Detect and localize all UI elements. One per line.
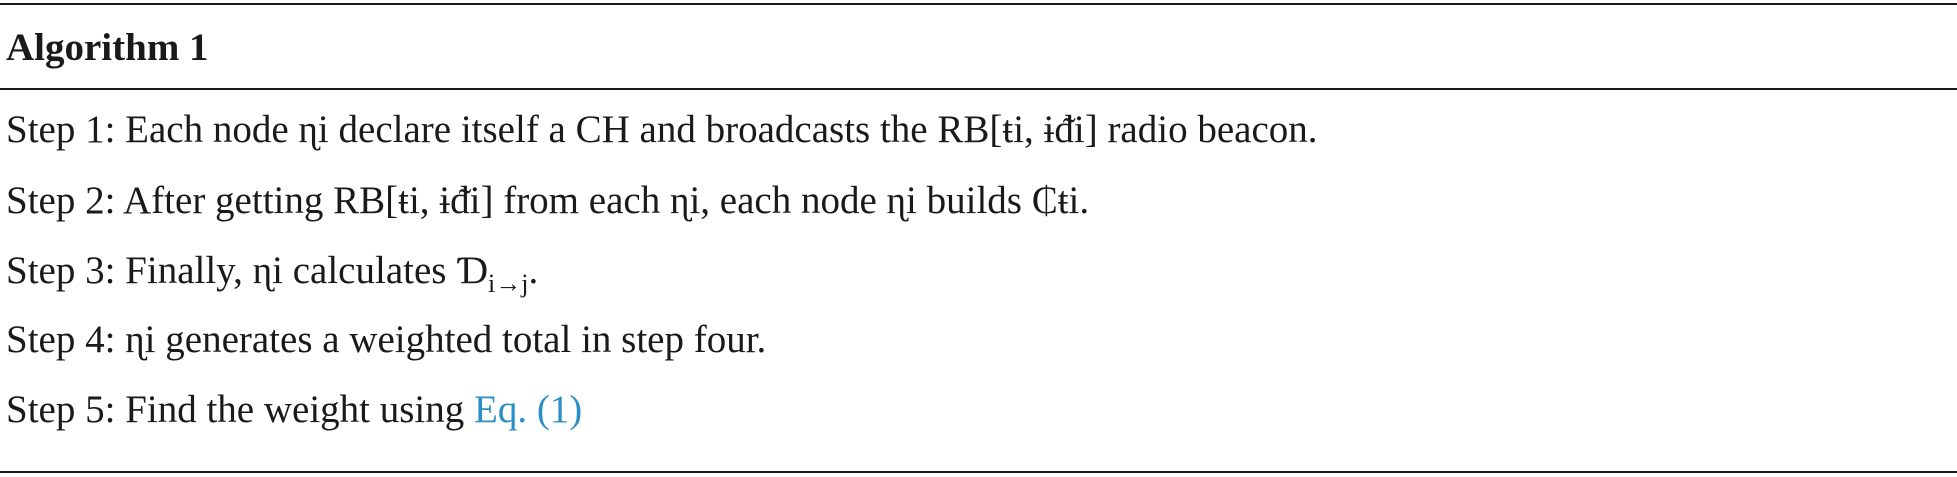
- top-rule: [0, 3, 1957, 5]
- distance-subscript: i→j: [488, 269, 529, 298]
- distance-symbol: Ɗ: [456, 249, 489, 292]
- algorithm-step-3: Step 3: Finally, ɳi calculates Ɗi→j.: [6, 248, 539, 297]
- step-3-text: Step 3: Finally, ɳi calculates: [6, 249, 457, 292]
- step-5-text: Step 5: Find the weight using: [6, 388, 474, 431]
- header-rule: [0, 88, 1957, 90]
- algorithm-step-4: Step 4: ɳi generates a weighted total in…: [6, 318, 767, 361]
- equation-link[interactable]: Eq. (1): [474, 388, 583, 431]
- algorithm-title: Algorithm 1: [6, 26, 209, 69]
- step-3-period: .: [528, 249, 539, 292]
- algorithm-step-5: Step 5: Find the weight using Eq. (1): [6, 387, 582, 433]
- algorithm-step-1: Step 1: Each node ɳi declare itself a CH…: [6, 108, 1318, 151]
- bottom-rule: [0, 471, 1957, 473]
- algorithm-step-2: Step 2: After getting RB[ŧi, ɨᵭi] from e…: [6, 179, 1090, 222]
